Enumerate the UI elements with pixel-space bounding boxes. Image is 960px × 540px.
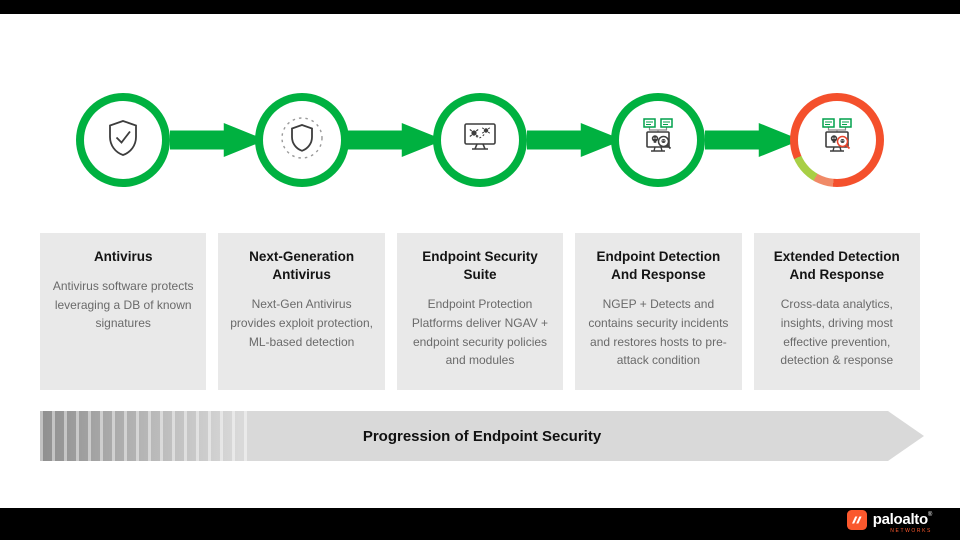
- monitor-malware-icon: [456, 114, 504, 167]
- stage-ring: [789, 93, 884, 187]
- stage-card-edr: Endpoint Detection And Response NGEP + D…: [575, 233, 742, 390]
- stage-circle: [797, 101, 876, 179]
- stage-ring: [76, 93, 171, 187]
- paloalto-wordmark: paloalto®: [872, 510, 933, 528]
- stage-card-ngav: Next-Generation Antivirus Next-Gen Antiv…: [218, 233, 385, 390]
- stage-cards-row: Antivirus Antivirus software protects le…: [40, 233, 920, 390]
- stage-card-description: Next-Gen Antivirus provides exploit prot…: [230, 297, 373, 349]
- stage-card-title: Endpoint Security Suite: [422, 249, 538, 283]
- stage-card-ess: Endpoint Security Suite Endpoint Protect…: [396, 233, 564, 390]
- stage-card-description: Antivirus software protects leveraging a…: [52, 279, 194, 331]
- paloalto-sub-brand: NETWORKS: [890, 527, 932, 534]
- stage-circle: [84, 101, 163, 179]
- stage-card-title: Next-Generation Antivirus: [249, 249, 355, 283]
- extended-threat-hunt-icon: [813, 114, 861, 167]
- stage-circle: [619, 101, 698, 179]
- progression-banner-label: Progression of Endpoint Security: [362, 427, 602, 445]
- bottom-black-bar: [0, 508, 960, 540]
- stage-card-antivirus: Antivirus Antivirus software protects le…: [40, 233, 207, 390]
- stage-card-title: Endpoint Detection And Response: [596, 249, 721, 283]
- registered-mark: ®: [927, 511, 932, 518]
- stage-node-xdr: [754, 93, 920, 187]
- stage-card-title: Antivirus: [93, 249, 153, 264]
- stage-node-ngav: [218, 93, 384, 187]
- stage-card-description: Endpoint Protection Platforms deliver NG…: [411, 297, 549, 368]
- stage-card-title: Extended Detection And Response: [773, 249, 900, 283]
- stage-circles-row: [40, 93, 920, 187]
- progression-banner: Progression of Endpoint Security: [40, 411, 924, 461]
- paloalto-wordmark-wrap: paloalto® NETWORKS: [872, 510, 933, 534]
- paloalto-logo: paloalto® NETWORKS: [846, 510, 933, 535]
- stage-node-edr: [575, 93, 741, 187]
- stage-card-xdr: Extended Detection And Response Cross-da…: [753, 233, 920, 390]
- stage-node-ess: [397, 93, 563, 187]
- network-threat-hunt-icon: [634, 114, 682, 167]
- top-black-bar: [0, 0, 960, 14]
- stage-circle: [440, 101, 519, 179]
- stage-ring: [611, 93, 706, 187]
- shield-scan-icon: [278, 114, 326, 167]
- stage-node-antivirus: [40, 93, 206, 187]
- paloalto-logo-icon: [846, 510, 867, 535]
- stage-circle: [262, 101, 341, 179]
- stage-card-description: NGEP + Detects and contains security inc…: [588, 297, 729, 368]
- stage-ring: [254, 93, 349, 187]
- shield-check-icon: [99, 114, 147, 167]
- stage-card-description: Cross-data analytics, insights, driving …: [780, 297, 894, 368]
- stage-ring: [432, 93, 527, 187]
